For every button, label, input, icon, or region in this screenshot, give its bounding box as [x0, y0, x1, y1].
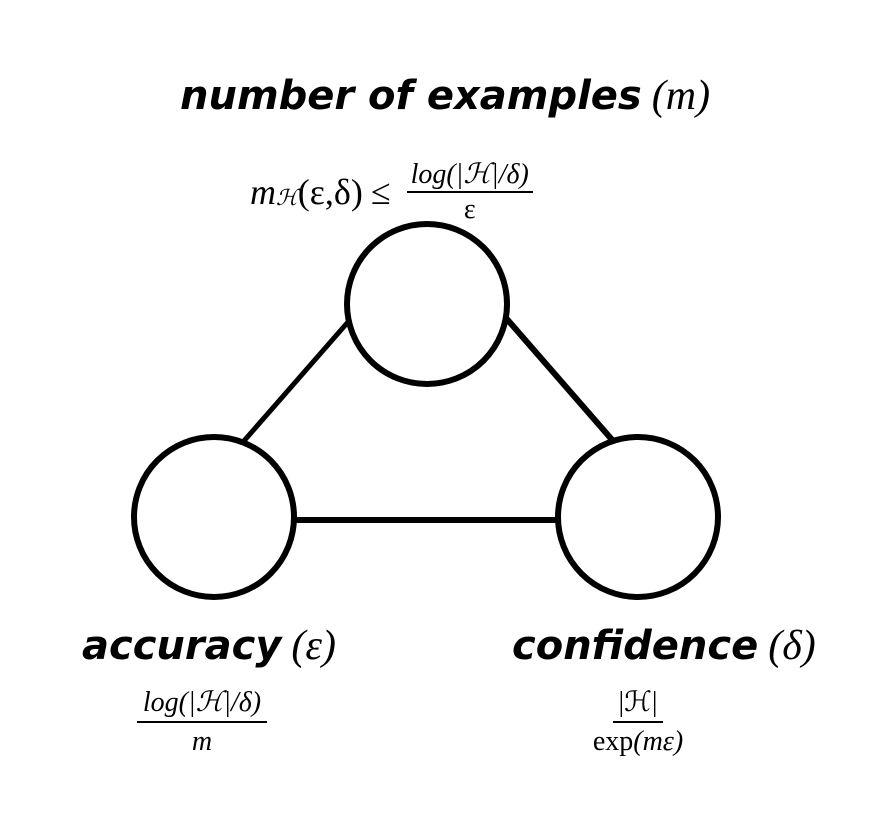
formula-denominator: ε: [463, 194, 476, 226]
edge-top-left: [241, 320, 350, 444]
label-number-of-examples-symbol: (m): [651, 73, 711, 119]
label-confidence-symbol: (δ): [768, 623, 816, 669]
formula-lhs: m: [250, 172, 276, 213]
label-confidence-text: confidence: [512, 623, 759, 669]
formula-sub: ℋ: [276, 185, 298, 211]
confidence-numerator: |ℋ|: [612, 688, 664, 724]
formula-fraction: log(|ℋ|/δ) ε: [406, 160, 533, 226]
label-accuracy: accuracy(ε): [82, 622, 336, 670]
label-confidence: confidence(δ): [512, 622, 816, 670]
formula-relation: ≤: [370, 172, 391, 213]
accuracy-denominator: m: [191, 726, 213, 758]
confidence-formula: |ℋ| exp(mε): [554, 688, 722, 757]
confidence-den-fn: exp: [592, 726, 634, 758]
node-accuracy: [131, 434, 297, 600]
accuracy-numerator: log(|ℋ|/δ): [136, 688, 268, 724]
label-number-of-examples-text: number of examples: [180, 73, 642, 119]
node-confidence: [555, 434, 721, 600]
confidence-den-arg: (mε): [633, 726, 684, 758]
confidence-denominator: exp(mε): [593, 723, 683, 756]
formula-numerator: log(|ℋ|/δ): [406, 160, 533, 194]
accuracy-formula: log(|ℋ|/δ) m: [118, 688, 286, 757]
label-accuracy-symbol: (ε): [291, 623, 336, 669]
label-accuracy-text: accuracy: [82, 623, 282, 669]
node-number-of-examples: [344, 221, 510, 387]
label-number-of-examples: number of examples(m): [180, 72, 710, 120]
formula-args: (ε,δ): [297, 172, 363, 213]
edge-top-right: [503, 316, 617, 444]
